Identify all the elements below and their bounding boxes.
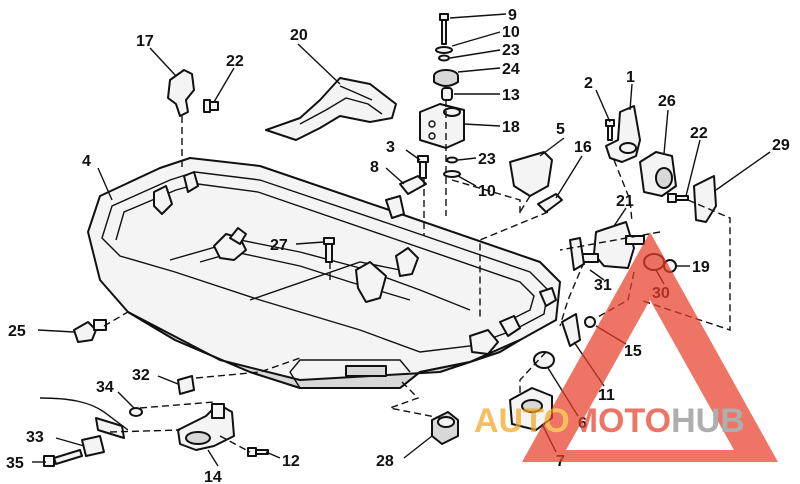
callout-23: 23 — [502, 42, 520, 59]
callout-17: 17 — [136, 33, 154, 50]
part-12-screw — [247, 447, 269, 457]
part-22-screw-b — [667, 193, 689, 203]
callout-11: 11 — [598, 387, 615, 404]
part-34-washer — [129, 407, 143, 417]
callout-15: 15 — [624, 343, 642, 360]
callout-5: 5 — [556, 121, 565, 138]
part-11-bracket — [561, 313, 581, 347]
callout-29: 29 — [772, 137, 790, 154]
callout-12: 12 — [282, 453, 300, 470]
callout-34: 34 — [96, 379, 114, 396]
part-33-cable — [39, 397, 129, 457]
callout-10: 10 — [502, 24, 520, 41]
part-15-screw — [584, 316, 596, 328]
callout-13: 13 — [502, 87, 520, 104]
part-2-screw — [605, 119, 615, 141]
callout-35: 35 — [6, 455, 24, 472]
watermark-auto: AUTO — [474, 402, 570, 440]
callout-20: 20 — [290, 27, 308, 44]
callout-4: 4 — [82, 153, 91, 170]
part-27-screw — [323, 237, 335, 263]
callout-2: 2 — [584, 75, 593, 92]
callout-9: 9 — [508, 7, 517, 24]
callout-19: 19 — [692, 259, 710, 276]
callout-3: 3 — [386, 139, 395, 156]
part-5-cap — [509, 151, 553, 197]
watermark-triangle-icon — [522, 232, 778, 462]
watermark-hub: HUB — [671, 402, 745, 440]
part-10-washer — [435, 46, 453, 54]
part-18-bracket — [419, 103, 465, 149]
callout-10b: 10 — [478, 183, 496, 200]
callout-22: 22 — [226, 53, 244, 70]
lower-engine-cover — [87, 157, 561, 389]
part-23-washer — [438, 54, 450, 62]
part-14-bracket — [177, 403, 235, 451]
part-16-clip — [537, 193, 563, 213]
callout-28: 28 — [376, 453, 394, 470]
part-28-grommet — [431, 411, 459, 445]
part-8-clip — [399, 175, 427, 195]
callout-18: 18 — [502, 119, 520, 136]
callout-31: 31 — [594, 277, 612, 294]
part-23-washer-b — [446, 156, 458, 164]
part-22-screw — [203, 99, 219, 113]
part-24-grommet — [433, 69, 459, 87]
callout-32: 32 — [132, 367, 150, 384]
callout-25: 25 — [8, 323, 26, 340]
part-1-bracket — [605, 105, 641, 163]
part-10-washer-b — [443, 170, 461, 178]
callout-22b: 22 — [690, 125, 708, 142]
callout-8: 8 — [370, 159, 379, 176]
callout-33: 33 — [26, 429, 44, 446]
part-20-seal — [265, 77, 397, 141]
part-26-cylinder — [639, 151, 677, 197]
watermark-logo: AUTOMOTOHUB — [474, 232, 778, 462]
callout-24: 24 — [502, 61, 520, 78]
part-35-screw — [43, 449, 83, 467]
watermark-moto: MOTO — [570, 402, 671, 440]
callout-23b: 23 — [478, 151, 496, 168]
part-25-plug — [73, 319, 107, 343]
callout-1: 1 — [626, 69, 635, 86]
part-29-clip — [693, 175, 717, 223]
part-17-bracket — [167, 69, 195, 117]
callout-6: 6 — [578, 415, 587, 432]
callout-16: 16 — [574, 139, 592, 156]
callout-21: 21 — [616, 193, 634, 210]
callout-14: 14 — [204, 469, 222, 484]
part-9-screw — [439, 13, 449, 45]
part-13-sleeve — [441, 87, 453, 101]
callout-26: 26 — [658, 93, 676, 110]
part-6-grommet — [533, 351, 555, 369]
part-32-clip — [177, 375, 195, 395]
callout-27: 27 — [270, 237, 288, 254]
watermark-text: AUTOMOTOHUB — [474, 402, 745, 440]
